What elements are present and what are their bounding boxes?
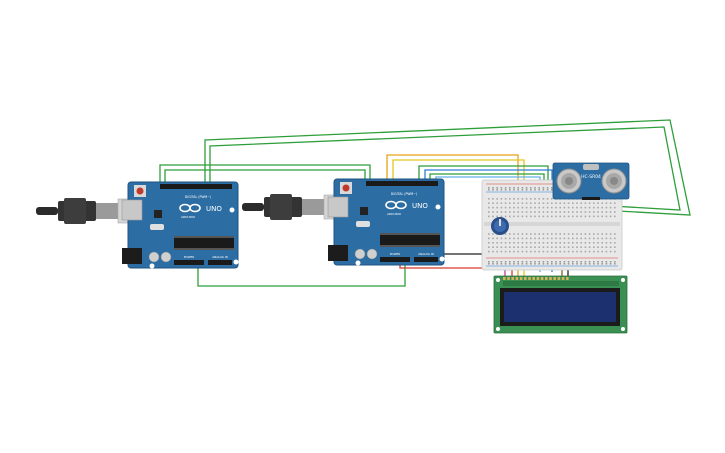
uno-logo-text: UNO: [206, 205, 222, 213]
capacitor-2: [366, 248, 378, 260]
analog-header[interactable]: [208, 260, 232, 265]
ultrasonic-sensor[interactable]: HC-SR04: [552, 162, 630, 200]
atmega-chip: [174, 238, 234, 248]
analog-header[interactable]: [414, 257, 438, 262]
crystal: [150, 224, 164, 230]
usb-port: [121, 199, 143, 221]
digital-header-label: DIGITAL (PWM~): [391, 192, 417, 196]
digital-header[interactable]: [366, 181, 438, 186]
arduino-board-2[interactable]: DIGITAL (PWM~) UNO ARDUINO POWER ANALOG …: [327, 178, 445, 266]
sensor-pins[interactable]: [582, 197, 600, 200]
wire-green-b1-b2-a[interactable]: [159, 164, 371, 187]
capacitor-2: [160, 251, 172, 263]
arduino-board-1[interactable]: DIGITAL (PWM~) UNO ARDUINO POWER ANALOG …: [121, 181, 239, 269]
reset-button-icon[interactable]: [136, 187, 144, 195]
brand-text: ARDUINO: [181, 215, 196, 219]
digital-header[interactable]: [160, 184, 232, 189]
wire-green-long-1[interactable]: [204, 119, 691, 216]
sensor-label: HC-SR04: [581, 174, 601, 180]
analog-label: ANALOG IN: [212, 255, 228, 259]
power-label: POWER: [184, 255, 194, 259]
atmega-chip: [380, 235, 440, 245]
wire-green-long-2[interactable]: [209, 126, 681, 211]
digital-header-label: DIGITAL (PWM~): [185, 195, 211, 199]
potentiometer-knob-icon: [499, 219, 501, 226]
wire-green-b1-b2-b[interactable]: [164, 169, 366, 187]
infinity-logo-icon: [385, 200, 407, 210]
power-jack: [122, 248, 142, 264]
power-jack: [328, 245, 348, 261]
power-header[interactable]: [174, 260, 204, 265]
power-label: POWER: [390, 252, 400, 256]
capacitor-1: [148, 251, 160, 263]
brand-text: ARDUINO: [387, 212, 402, 216]
wire-green-bottom[interactable]: [197, 265, 406, 287]
analog-label: ANALOG IN: [418, 252, 434, 256]
power-header[interactable]: [380, 257, 410, 262]
sensor-crystal: [583, 164, 599, 170]
potentiometer[interactable]: [491, 217, 509, 235]
reset-button-icon[interactable]: [342, 184, 350, 192]
uno-logo-text: UNO: [412, 202, 428, 210]
crystal: [356, 221, 370, 227]
capacitor-1: [354, 248, 366, 260]
usb-chip: [154, 210, 162, 218]
infinity-logo-icon: [179, 203, 201, 213]
lcd-display[interactable]: [493, 275, 628, 334]
usb-chip: [360, 207, 368, 215]
usb-port: [327, 196, 349, 218]
lcd-pin-header[interactable]: [503, 277, 569, 280]
lcd-screen: [504, 292, 616, 322]
